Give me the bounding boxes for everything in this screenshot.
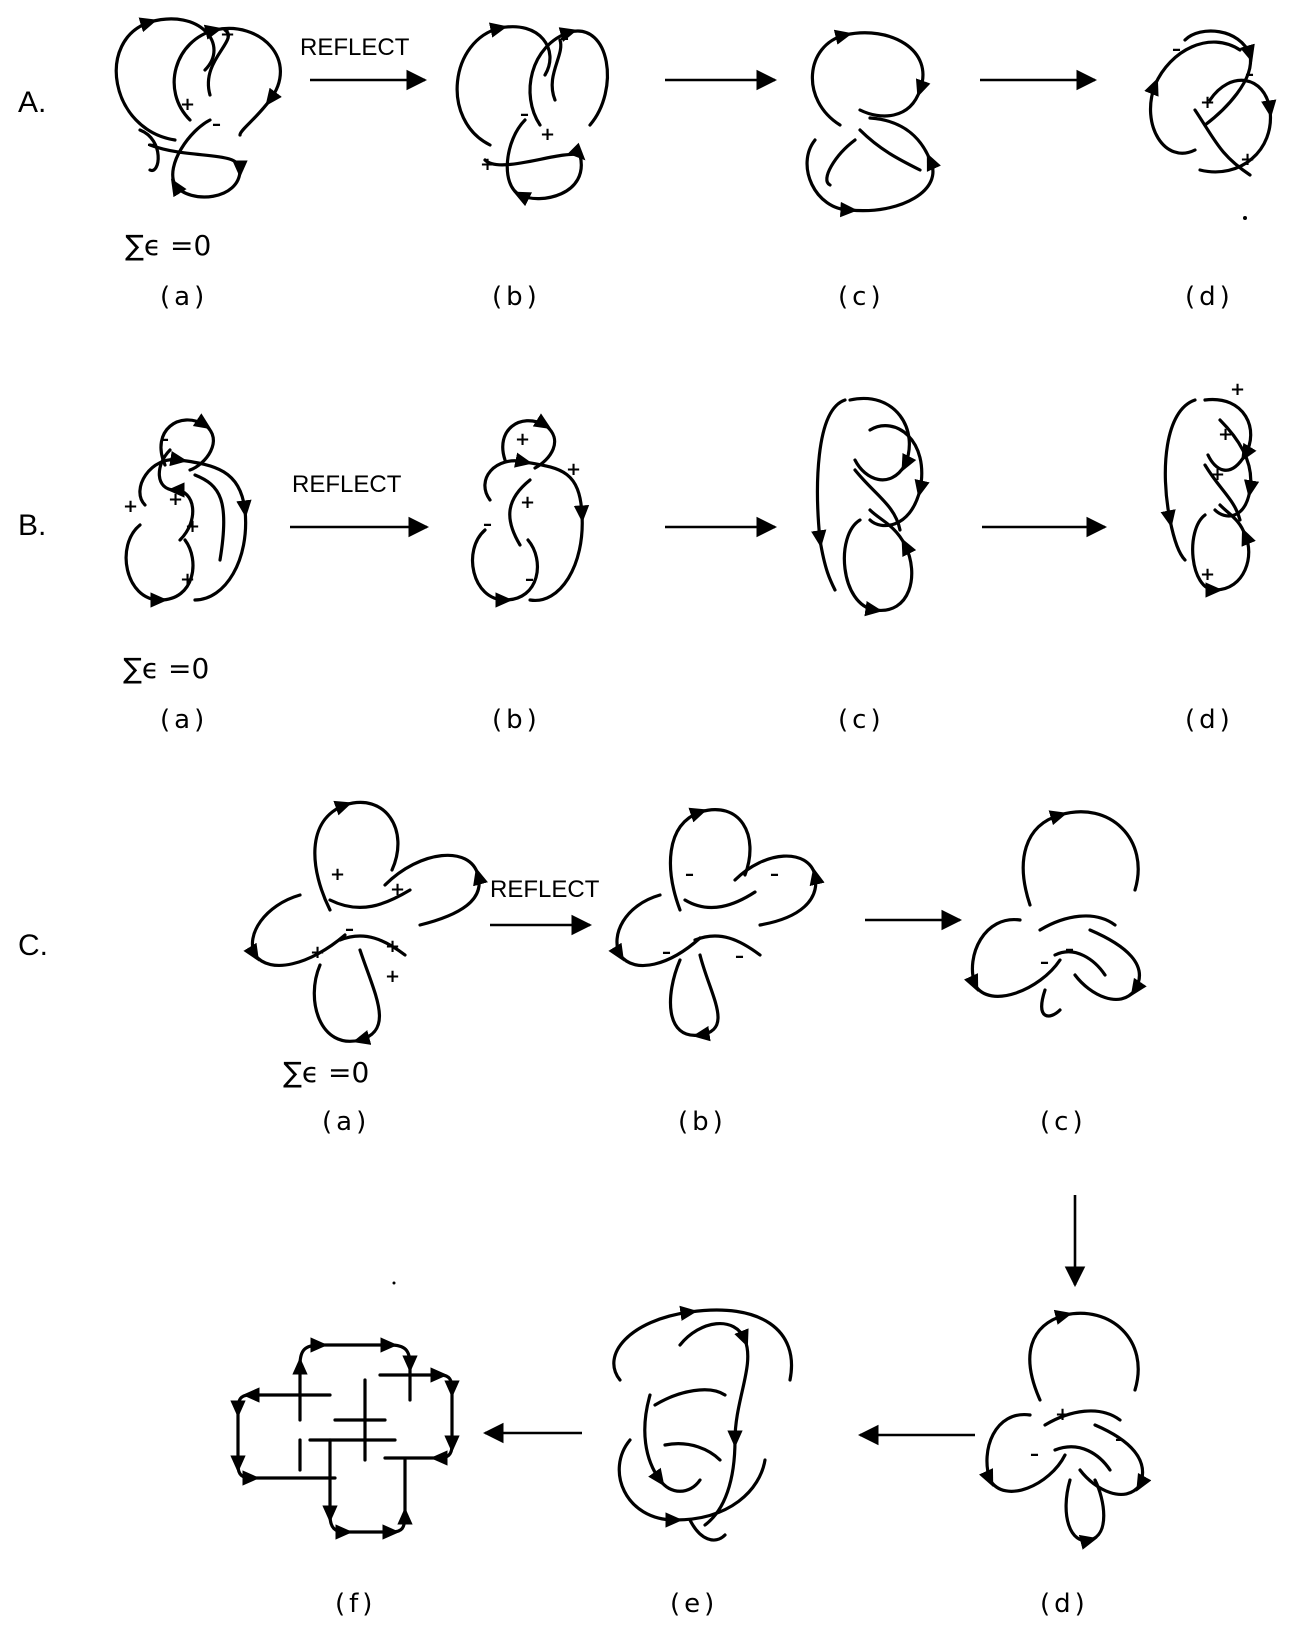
svg-text:+: + [566,459,581,480]
sub-b-d: (d) [1185,705,1234,735]
svg-text:–: – [560,28,569,49]
svg-text:–: – [483,514,492,535]
svg-text:+: + [1200,92,1215,113]
sub-b-c: (c) [838,705,885,735]
svg-text:–: – [160,429,169,450]
knot-c-c [964,810,1147,1018]
reflect-label-a: REFLECT [300,34,410,61]
sub-a-b: (b) [492,282,541,312]
sub-c-e: (e) [670,1589,718,1619]
knot-b-b [470,413,590,608]
svg-text:–: – [1245,64,1254,85]
svg-text:–: – [1065,939,1074,960]
sub-a-a: (a) [160,282,208,312]
svg-text:+: + [1218,424,1233,445]
sub-c-a: (a) [322,1107,370,1137]
svg-text:+: + [390,879,405,900]
knot-c-e [612,1305,793,1542]
knot-a-d [1144,29,1277,177]
svg-text:+: + [520,492,535,513]
reflect-label-c: REFLECT [490,876,600,903]
sum-label-a: ∑ϵ =0 [125,229,211,262]
sum-label-c: ∑ϵ =0 [283,1056,369,1089]
svg-text:–: – [345,919,354,940]
knot-c-f [230,1337,460,1540]
svg-text:–: – [735,946,744,967]
sub-c-b: (b) [678,1107,727,1137]
svg-text:+: + [220,24,235,45]
svg-text:–: – [525,569,534,590]
svg-text:+: + [540,124,555,145]
knot-a-b [455,22,610,207]
reflect-label-b: REFLECT [292,471,402,498]
sub-b-b: (b) [492,705,541,735]
svg-text:–: – [770,864,779,885]
svg-text:–: – [212,114,221,135]
svg-text:+: + [1240,149,1255,170]
svg-text:–: – [662,942,671,963]
svg-text:+: + [515,429,530,450]
row-c-label: C. [18,929,48,962]
svg-text:+: + [385,936,400,957]
svg-text:+: + [1200,564,1215,585]
svg-text:–: – [1115,1429,1124,1450]
svg-text:+: + [123,496,138,517]
sub-c-f: (f) [335,1589,376,1619]
knot-a-a [114,17,282,199]
sub-c-d: (d) [1040,1589,1089,1619]
row-b-label: B. [18,509,46,542]
svg-text:–: – [1172,39,1181,60]
svg-text:+: + [480,154,495,175]
knot-a-c [805,29,941,218]
sub-c-c: (c) [1040,1107,1087,1137]
svg-text:+: + [180,94,195,115]
row-a-label: A. [18,86,46,119]
svg-text:+: + [310,942,325,963]
sub-a-d: (d) [1185,282,1234,312]
svg-text:–: – [520,104,529,125]
knot-b-d [1160,397,1260,598]
svg-text:+: + [180,569,195,590]
knot-c-a [243,800,488,1045]
sum-label-b: ∑ϵ =0 [123,652,209,685]
sub-a-c: (c) [838,282,885,312]
svg-text:+: + [385,966,400,987]
knot-c-d [979,1309,1152,1550]
svg-text:–: – [1040,952,1049,973]
svg-text:+: + [185,516,200,537]
svg-text:+: + [330,864,345,885]
svg-text:–: – [1030,1444,1039,1465]
svg-text:+: + [1230,379,1245,400]
knot-b-c [811,396,930,617]
svg-text:–: – [685,864,694,885]
svg-text:+: + [1055,1404,1070,1425]
knot-b-a [124,413,252,608]
knot-c-b [608,807,825,1042]
sub-b-a: (a) [160,705,208,735]
svg-text:–: – [147,134,156,155]
svg-text:+: + [168,489,183,510]
svg-text:+: + [1210,464,1225,485]
